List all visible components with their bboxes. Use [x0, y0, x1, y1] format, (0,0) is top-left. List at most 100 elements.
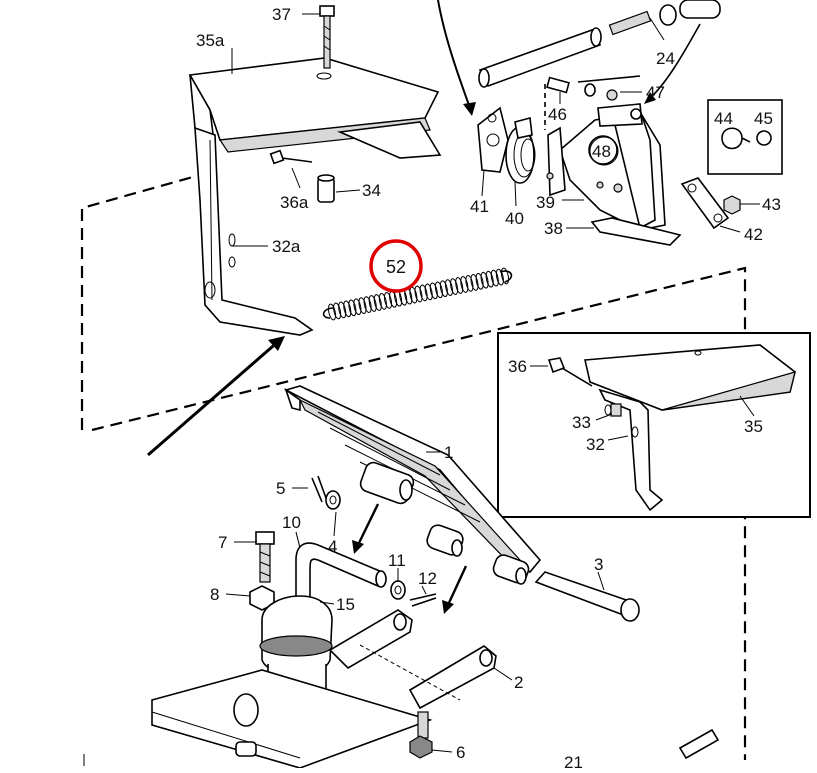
label-38: 38 [544, 219, 563, 238]
spring-coil [327, 303, 337, 321]
label-6: 6 [456, 743, 465, 762]
leader-lines [225, 13, 760, 753]
spring-coil [409, 286, 418, 304]
label-36: 36 [508, 357, 527, 376]
cable-rod-24 [478, 0, 721, 88]
label-21: 21 [564, 753, 583, 768]
rod-21 [678, 728, 720, 760]
spring-coil [480, 271, 489, 289]
inset-circle-48 [589, 136, 619, 166]
pedal-flow-arrows [352, 503, 468, 614]
spring-coil [338, 301, 347, 319]
spring-coil [455, 277, 464, 294]
nut-43 [723, 195, 741, 215]
clip-box-44-45 [707, 99, 783, 175]
label-34: 34 [362, 181, 381, 200]
spring-coil [434, 281, 443, 299]
label-1: 1 [444, 443, 453, 462]
label-44: 44 [714, 109, 733, 128]
label-45: 45 [754, 109, 773, 128]
label-32: 32 [586, 435, 605, 454]
label-43: 43 [762, 195, 781, 214]
cam-lever-48 [559, 103, 666, 231]
spring-coil [378, 293, 387, 310]
label-11: 11 [388, 551, 406, 570]
label-42: 42 [744, 225, 763, 244]
spring-coil [444, 279, 454, 296]
label-46: 46 [548, 105, 567, 124]
spring-coil [439, 280, 448, 298]
spring-coil [414, 285, 423, 303]
spring-coil [490, 269, 499, 287]
label-15: 15 [336, 595, 355, 614]
bolt-37 [319, 5, 335, 69]
label-39: 39 [536, 193, 555, 212]
bracket-39 [546, 126, 566, 197]
label-7: 7 [218, 533, 227, 552]
label-36a: 36a [280, 193, 309, 212]
label-35a: 35a [196, 31, 225, 50]
label-47: 47 [646, 83, 665, 102]
plate-41 [477, 106, 509, 173]
pin-5 [311, 475, 327, 503]
spring-coil [470, 274, 479, 291]
label-24: 24 [656, 49, 675, 68]
spring-coil [389, 290, 398, 308]
spring-coil [368, 295, 377, 312]
label-35: 35 [744, 417, 763, 436]
inset-detail-box [497, 332, 811, 518]
spring-coil [353, 298, 362, 316]
screw-36a [269, 149, 313, 165]
label-8: 8 [210, 585, 219, 604]
label-4: 4 [328, 537, 337, 556]
label-12: 12 [418, 569, 437, 588]
spring-coil [500, 267, 510, 285]
pin-12 [409, 593, 437, 607]
bracket-32a [194, 126, 314, 336]
spring-coil [333, 302, 342, 320]
highlight-callout-52: 52 [369, 239, 423, 293]
spring-coil [485, 270, 494, 288]
dashed-assembly-outline [80, 173, 747, 760]
highlight-circle [369, 239, 423, 293]
label-2: 2 [514, 673, 523, 692]
pin-46-47 [546, 75, 641, 101]
washer-11 [390, 580, 406, 600]
pin-3 [534, 571, 640, 622]
spring-coil [460, 276, 469, 293]
label-40: 40 [505, 209, 524, 228]
washer-4 [325, 490, 341, 510]
link-42 [680, 177, 730, 230]
spring-coil [363, 296, 372, 313]
label-32a: 32a [272, 237, 301, 256]
spring-coil [383, 292, 393, 309]
label-5: 5 [276, 479, 285, 498]
spring-coil [465, 275, 474, 292]
label-37: 37 [272, 5, 291, 24]
bracket-35a [188, 57, 442, 159]
pad-38 [590, 217, 682, 246]
label-52: 52 [386, 257, 406, 277]
label-3: 3 [594, 555, 603, 574]
part-labels: 37 35a 36a 34 32a 24 46 47 44 45 48 41 4… [196, 5, 781, 772]
spring-coil [424, 283, 433, 301]
label-48: 48 [592, 142, 611, 161]
base-plate [151, 669, 433, 769]
bolt-7 [255, 531, 275, 583]
spring-coil [475, 272, 484, 290]
spring-coil [373, 294, 382, 311]
spacer-34 [317, 174, 335, 203]
pedal-1 [283, 385, 542, 585]
spring-coil [450, 278, 459, 295]
spring-coil [495, 268, 504, 286]
label-10: 10 [282, 513, 301, 532]
direction-arrows [147, 0, 701, 457]
label-41: 41 [470, 197, 489, 216]
pulley-40 [505, 116, 536, 184]
bolt-6 [409, 711, 433, 759]
spring-coil [419, 284, 428, 302]
spring-coil [429, 282, 438, 300]
spring-coil [348, 299, 357, 317]
spring-coil [343, 300, 352, 318]
